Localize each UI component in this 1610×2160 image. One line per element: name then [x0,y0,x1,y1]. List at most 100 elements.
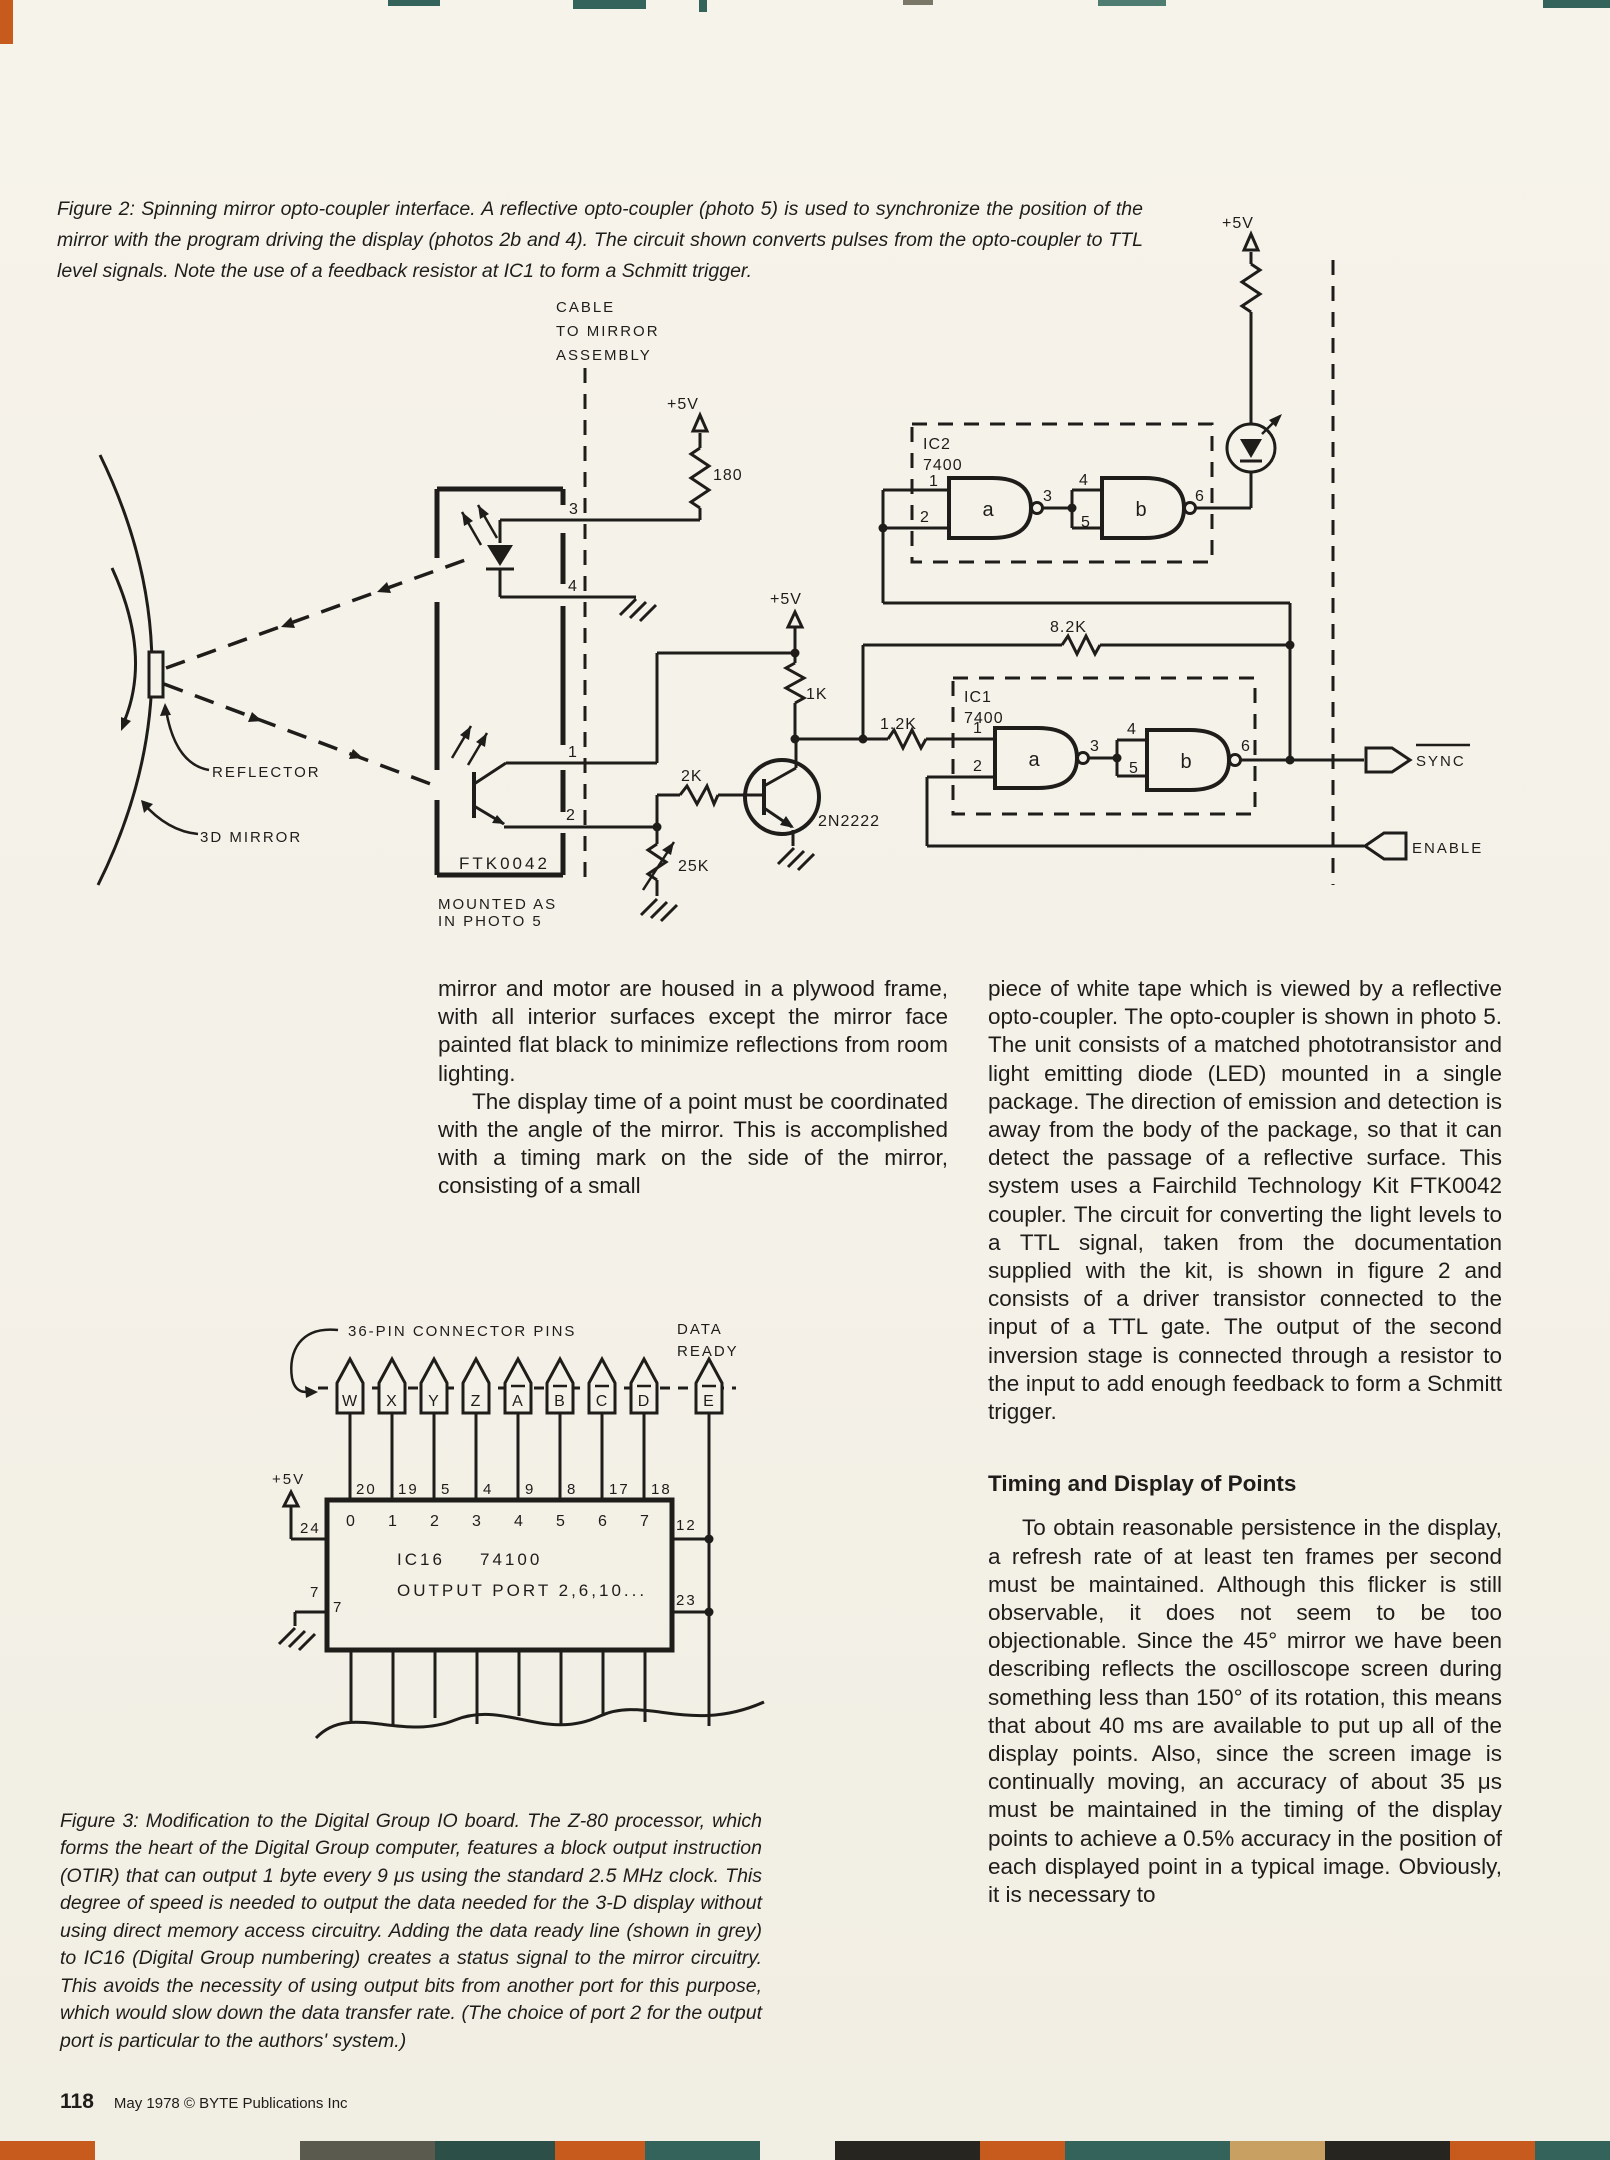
plus5v-label: +5V [1222,215,1254,232]
pin12-label: 12 [676,1517,697,1534]
pin-letter: C [596,1393,609,1410]
resistor-1k [782,661,808,705]
plus5v-arrow-icon [281,1488,301,1508]
driver-stage: +5V 1K 2K 2N2222 [641,591,1292,896]
pin1-label: 1 [568,744,578,761]
pin-number: 4 [483,1481,493,1498]
figure3-circuit-diagram: 36-PIN CONNECTOR PINS DATA READY W X Y Z… [272,1321,765,1740]
page-edge-mark [903,0,933,5]
bus-lines [314,1650,765,1740]
ic1-pin2-label: 2 [973,758,983,775]
pin-letter: A [512,1393,524,1410]
opto-led-symbol [460,504,700,599]
resistor-25k-label: 25K [678,858,709,875]
pin-number: 17 [609,1481,630,1498]
power-pins: +5V 24 7 7 [272,1471,343,1652]
sync-connector-icon [1364,746,1413,774]
resistor-1-2k-label: 1.2K [880,716,917,733]
page-edge-decoration [0,2141,1610,2160]
plus5v-label: +5V [770,591,802,608]
resistor-8-2k-label: 8.2K [1050,619,1087,636]
bit-number: 2 [430,1513,440,1530]
gate-a-letter: a [1028,749,1040,771]
connector-pins: W X Y Z A B C D E [335,1355,724,1415]
ic1-pin1-label: 1 [973,720,983,737]
data-ready-label-line2: READY [677,1343,739,1360]
resistor-2k-label: 2K [681,768,703,785]
ground-symbols [618,597,816,923]
mirror-label: 3D MIRROR [200,829,302,846]
page-edge-mark [699,0,707,12]
sync-output: SYNC [1364,743,1470,774]
paragraph: To obtain reasonable persistence in the … [988,1515,1502,1908]
pin23-label: 23 [676,1592,697,1609]
ic16-74100: 0 1 2 3 4 5 6 7 IC16 74100 OUTPUT PORT 2… [324,1497,675,1653]
pin-number: 18 [651,1481,672,1498]
plus5v-arrow-icon [1241,230,1261,252]
pin7-outside-label: 7 [310,1584,320,1601]
status-pins: 12 23 [672,1517,714,1617]
ic2-pin3-label: 3 [1043,488,1053,505]
pin24-label: 24 [300,1520,321,1537]
transistor-label: 2N2222 [818,813,880,830]
gate-b-letter: b [1180,751,1191,773]
pin-letter: D [638,1393,651,1410]
bit-number: 6 [598,1513,608,1530]
section-heading: Timing and Display of Points [988,1471,1297,1497]
enable-connector-icon [1362,831,1408,861]
gate-a-letter: a [982,499,994,521]
page-edge-mark [1098,0,1166,6]
emitted-light-beam [165,557,469,670]
pin3-label: 3 [569,501,579,518]
ic2-pin2-label: 2 [920,509,930,526]
bit-number: 7 [640,1513,650,1530]
ic2-pin6-label: 6 [1195,488,1205,505]
paragraph: piece of white tape which is viewed by a… [988,976,1502,1425]
enable-input: ENABLE [925,775,1481,861]
reflector-label: REFLECTOR [212,764,321,781]
inverter-bubble-icon [1030,501,1044,515]
figure2-caption: Figure 2: Spinning mirror opto-coupler i… [57,197,1143,282]
pin-letter: Z [471,1393,482,1410]
pin-number: 20 [356,1481,377,1498]
junction-dots [652,503,1295,832]
pin-letter: W [342,1393,358,1410]
pin-letter: E [703,1393,715,1410]
cable-label-line2: TO MIRROR [556,323,660,340]
ic1-pin6-label: 6 [1241,738,1251,755]
page-edge-mark [573,0,646,9]
ic1-pin3-label: 3 [1090,738,1100,755]
package-label: FTK0042 [459,854,550,873]
spinning-mirror-drawing: REFLECTOR 3D MIRROR [96,454,469,886]
body-column-1: mirror and motor are housed in a plywood… [438,975,948,1201]
ic1-name-label: IC1 [964,689,992,706]
cable-boundary: CABLE TO MIRROR ASSEMBLY [556,260,1335,885]
resistor-2k [678,782,720,808]
bit-number: 0 [346,1513,356,1530]
pin-letter: Y [428,1393,440,1410]
cable-label-line1: CABLE [556,299,615,316]
rotation-arrow-icon [121,717,131,731]
pin-number: 19 [398,1481,419,1498]
resistor-180: +5V 180 [667,396,742,520]
plus5v-label: +5V [667,396,699,413]
cable-label-line3: ASSEMBLY [556,347,652,364]
torn-edge [314,1700,765,1740]
figure3-caption: Figure 3: Modification to the Digital Gr… [60,1809,762,2052]
leader-arrow [290,1328,339,1394]
pin-number: 9 [525,1481,535,1498]
transistor-2n2222 [743,741,821,846]
ground-symbol [277,1626,317,1652]
led-pullup-resistor [1239,262,1263,314]
opto-phototransistor-symbol [450,725,657,829]
paragraph: mirror and motor are housed in a plywood… [438,976,948,1086]
page-footer: 118 May 1978 © BYTE Publications Inc [60,2090,348,2114]
ic1-part-label: 7400 [964,710,1004,727]
pin7-inside-label: 7 [333,1599,343,1616]
ic1-pin4-label: 4 [1127,721,1137,738]
ic2-pin1-label: 1 [929,473,939,490]
body-column-2: piece of white tape which is viewed by a… [988,975,1502,1909]
ic2-pin4-label: 4 [1079,472,1089,489]
bit-number: 1 [388,1513,398,1530]
page-edge-mark [1543,0,1610,8]
